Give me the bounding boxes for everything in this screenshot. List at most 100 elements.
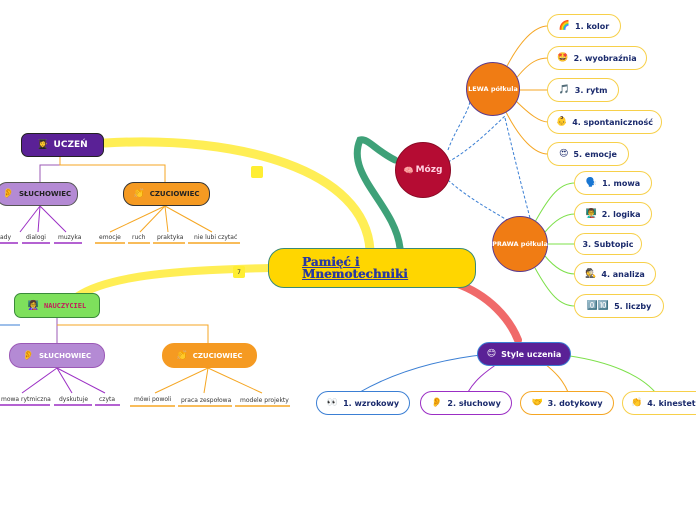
style-item-sluchowy[interactable]: 👂 2. słuchowy <box>420 391 512 415</box>
prawa-item-mowa[interactable]: 🗣️ 1. mowa <box>574 171 652 195</box>
uczen-label: UCZEŃ <box>53 140 88 150</box>
mozg-node[interactable]: 🧠 Mózg <box>395 142 451 198</box>
music-note-icon: 🎵 <box>558 85 570 95</box>
connector-uczen-cz-leaf-2 <box>139 205 166 233</box>
prawa-item-label: 2. logika <box>601 209 641 219</box>
connector-naucz-czuciowiec <box>57 324 209 343</box>
prawa-item-subtopic[interactable]: 3. Subtopic <box>574 233 642 255</box>
leaf-text: praca zespołowa <box>181 397 232 404</box>
connector-naucz-cz-leaf-1 <box>154 367 209 394</box>
nauczyciel-sluchowiec-node[interactable]: 👂 SŁUCHOWIEC <box>9 343 105 368</box>
lewa-polkula-label: LEWA półkula <box>468 85 518 93</box>
sluchowiec-label: SŁUCHOWIEC <box>39 351 92 360</box>
connector-lewa-dashed <box>447 99 471 151</box>
nauczyciel-node[interactable]: 👩‍🏫 NAUCZYCIEL <box>14 293 100 318</box>
style-item-label: 4. kinestet <box>647 398 696 408</box>
connector-style-3 <box>544 363 569 393</box>
connector-naucz-cz-leaf-3 <box>207 367 263 394</box>
connector-uczen-czuciowiec <box>59 157 166 182</box>
connector-lewa-4 <box>514 99 549 123</box>
leaf-text: czyta <box>99 396 116 403</box>
style-uczenia-node[interactable]: 😊 Style uczenia <box>477 342 571 366</box>
prawa-item-logika[interactable]: 👨‍🏫 2. logika <box>574 202 652 226</box>
czuciowiec-label: CZUCIOWIEC <box>192 351 243 360</box>
smile-icon: 😊 <box>486 349 497 359</box>
uczen-czuciowiec-node[interactable]: 👏 CZUCIOWIEC <box>123 182 210 206</box>
lewa-item-spontanicznosc[interactable]: 👶 4. spontaniczność <box>547 110 662 134</box>
style-item-wzrokowy[interactable]: 👀 1. wzrokowy <box>316 391 410 415</box>
style-item-kinestetyk[interactable]: 👏 4. kinestet <box>622 391 696 415</box>
sluchowiec-label: SŁUCHOWIEC <box>19 190 72 198</box>
lewa-item-label: 2. wyobraźnia <box>573 53 637 63</box>
connector-mozg <box>353 136 404 252</box>
baby-icon: 👶 <box>555 117 568 127</box>
connector-naucz-sl-leaf-3 <box>56 367 106 394</box>
ear-icon: 👂 <box>431 398 443 408</box>
connector-naucz-cz-leaf-2 <box>203 367 209 394</box>
handshake-icon: 🤝 <box>531 398 543 408</box>
student-icon: 👩‍🎓 <box>37 140 49 150</box>
nauczyciel-czuciowiec-node[interactable]: 👏 CZUCIOWIEC <box>162 343 257 368</box>
connector-lewa-2 <box>514 57 549 81</box>
connector-prawa-2 <box>544 213 576 233</box>
style-item-label: 2. słuchowy <box>447 398 501 408</box>
lewa-item-wyobraznia[interactable]: 🤩 2. wyobraźnia <box>547 46 647 70</box>
leaf-text: ruch <box>132 234 146 241</box>
marker-badge <box>251 166 263 178</box>
connector-style-1 <box>359 353 491 393</box>
leaf-text: modele projekty <box>240 397 289 404</box>
connector-uczen-sl-leaf-1 <box>19 205 41 233</box>
connector-naucz-sl-leaf-1 <box>21 367 58 394</box>
connector-prawa-1 <box>534 182 576 223</box>
connector-prawa-dashed <box>447 179 516 226</box>
prawa-item-label: 5. liczby <box>614 301 652 311</box>
leaf-text: ady <box>0 234 12 241</box>
leaf-text: mówi powoli <box>134 396 172 403</box>
ear-icon: 👂 <box>22 350 35 361</box>
connector-prawa-5 <box>534 267 576 307</box>
lewa-item-label: 5. emocje <box>573 149 617 159</box>
style-item-label: 3. dotykowy <box>547 398 603 408</box>
prawa-item-liczby[interactable]: 0️⃣🔟 5. liczby <box>574 294 664 318</box>
connector-style-2 <box>467 361 501 393</box>
nauczyciel-label: NAUCZYCIEL <box>44 301 87 310</box>
prawa-polkula-node[interactable]: PRAWA półkula <box>492 216 548 272</box>
connector-cross-dashed-2 <box>447 115 506 163</box>
style-item-dotykowy[interactable]: 🤝 3. dotykowy <box>520 391 614 415</box>
prawa-item-label: 4. analiza <box>601 269 645 279</box>
connector-lewa-5 <box>504 109 549 155</box>
numbers-icon: 0️⃣🔟 <box>586 301 610 311</box>
connector-uczen-sl-leaf-2 <box>37 205 41 233</box>
lewa-item-label: 4. spontaniczność <box>572 117 654 127</box>
lewa-polkula-node[interactable]: LEWA półkula <box>466 62 520 116</box>
leaf-text: emocje <box>99 234 121 241</box>
eyes-icon: 👀 <box>326 398 339 408</box>
style-item-label: 1. wzrokowy <box>343 398 400 408</box>
lewa-item-emocje[interactable]: 😍 5. emocje <box>547 142 629 166</box>
ear-icon: 👂 <box>2 189 15 199</box>
heart-eyes-icon: 😍 <box>559 149 569 159</box>
connector-uczen-cz-leaf-4 <box>164 205 213 233</box>
prawa-polkula-label: PRAWA półkula <box>492 240 548 248</box>
central-topic[interactable]: Pamięć i Mnemotechniki <box>268 248 476 288</box>
connector-style-4 <box>569 355 656 393</box>
connector-naucz-sl-leaf-2 <box>56 367 73 394</box>
leaf-text: mowa rytmiczna <box>1 396 51 403</box>
connector-uczen-cz-leaf-3 <box>164 205 169 233</box>
connector-prawa-4 <box>544 255 576 275</box>
leaf-text: dialogi <box>26 234 46 241</box>
connector-cross-dashed <box>504 117 531 219</box>
clapping-icon: 👏 <box>176 350 188 361</box>
lewa-item-rytm[interactable]: 🎵 3. rytm <box>547 78 619 102</box>
connector-uczen-cz-leaf-1 <box>109 205 166 233</box>
uczen-node[interactable]: 👩‍🎓 UCZEŃ <box>21 133 104 157</box>
connector-uczen-sluchowiec <box>39 157 61 182</box>
leaf-text: dyskutuje <box>59 396 89 403</box>
prawa-item-analiza[interactable]: 🕵️ 4. analiza <box>574 262 656 286</box>
uczen-sluchowiec-node[interactable]: 👂 SŁUCHOWIEC <box>0 182 78 206</box>
leaf-text: nie lubi czytać <box>194 234 238 241</box>
connector-uczen <box>100 137 375 255</box>
connector-lewa-1 <box>504 25 549 71</box>
lewa-item-kolor[interactable]: 🌈 1. kolor <box>547 14 621 38</box>
teacher-icon: 👩‍🏫 <box>27 300 40 311</box>
